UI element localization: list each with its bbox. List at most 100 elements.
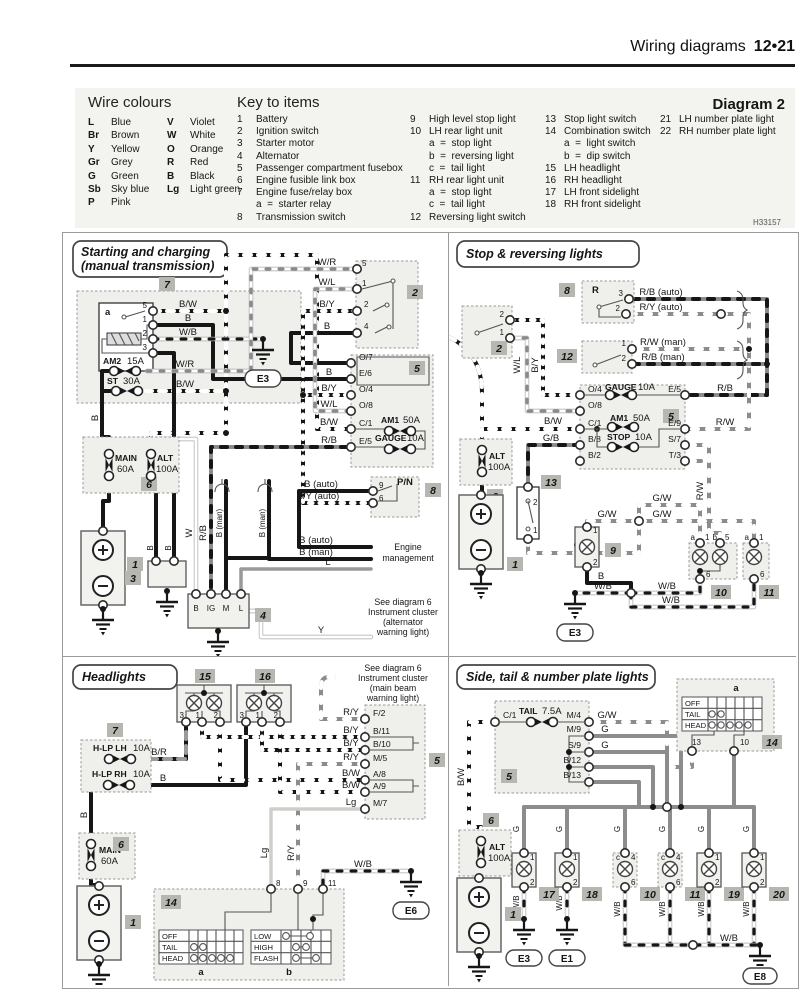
svg-text:B/Y: B/Y xyxy=(343,738,359,749)
diagram-label: Diagram 2 xyxy=(712,96,785,113)
svg-text:B/8: B/8 xyxy=(588,434,601,444)
svg-text:1: 1 xyxy=(760,853,765,862)
svg-text:1: 1 xyxy=(362,279,367,288)
key-item: a = light switch xyxy=(564,138,636,150)
svg-text:LOW: LOW xyxy=(254,932,272,941)
svg-text:1: 1 xyxy=(530,853,535,862)
svg-text:MAIN: MAIN xyxy=(99,845,121,855)
wire-colours-title: Wire colours xyxy=(88,94,172,111)
svg-text:B/W: B/W xyxy=(320,417,338,428)
svg-text:W: W xyxy=(184,528,195,537)
svg-text:B/2: B/2 xyxy=(588,450,601,460)
page-number: 12•21 xyxy=(753,38,795,55)
svg-text:B: B xyxy=(90,415,101,421)
svg-text:a: a xyxy=(691,533,696,542)
svg-text:2: 2 xyxy=(760,878,765,887)
svg-text:R/W (man): R/W (man) xyxy=(640,337,686,348)
svg-text:1: 1 xyxy=(130,917,136,929)
svg-text:c: c xyxy=(616,853,620,862)
svg-text:E/6: E/6 xyxy=(359,368,372,378)
stop-light-switch-13: 13 21 xyxy=(516,475,561,545)
diagram-side-tail-number-plate-lights: Side, tail & number plate lights 5 C/1 T… xyxy=(456,664,789,985)
svg-text:60A: 60A xyxy=(117,464,135,475)
svg-text:TAIL: TAIL xyxy=(685,710,700,719)
svg-text:1: 1 xyxy=(705,533,710,542)
svg-text:6: 6 xyxy=(118,839,124,851)
svg-text:management: management xyxy=(382,553,434,563)
key-to-items-title: Key to items xyxy=(237,94,320,111)
svg-text:B/W: B/W xyxy=(176,379,194,390)
svg-text:B/W: B/W xyxy=(179,299,197,310)
svg-text:W/B: W/B xyxy=(720,933,738,944)
svg-text:2: 2 xyxy=(411,287,418,299)
battery-1: 1 xyxy=(77,882,141,986)
svg-text:20: 20 xyxy=(772,889,785,901)
svg-text:ALT: ALT xyxy=(489,451,506,461)
svg-text:W/B: W/B xyxy=(594,581,612,592)
transmission-switch-8: 8 P/N 96 xyxy=(367,476,441,518)
svg-text:2: 2 xyxy=(530,878,535,887)
engine-management-note: Engine management xyxy=(382,542,434,563)
svg-text:C/1: C/1 xyxy=(359,418,373,428)
key-item: c = tail light xyxy=(429,199,485,211)
svg-text:(manual transmission): (manual transmission) xyxy=(81,259,214,273)
svg-text:O/8: O/8 xyxy=(359,400,373,410)
svg-text:2: 2 xyxy=(715,878,720,887)
svg-text:15: 15 xyxy=(199,671,211,683)
svg-text:a: a xyxy=(733,683,739,694)
svg-text:a: a xyxy=(198,967,204,978)
svg-text:11: 11 xyxy=(764,587,775,599)
svg-text:7: 7 xyxy=(164,279,171,291)
diagram-stop-reversing-lights: Stop & reversing lights 8 R 32 2 21 12 1… xyxy=(449,240,779,642)
wire-labels: B/W B W/B W/R B/W W/R W/L B/Y B B B/Y W/… xyxy=(90,257,339,636)
svg-text:1: 1 xyxy=(143,315,148,324)
ground-e8: E8 xyxy=(742,940,778,985)
svg-text:a: a xyxy=(745,533,750,542)
svg-text:M/4: M/4 xyxy=(567,710,582,720)
ground-e3: E3 xyxy=(244,334,282,388)
svg-text:G: G xyxy=(512,826,521,832)
svg-text:W/B: W/B xyxy=(658,581,676,592)
svg-text:14: 14 xyxy=(165,897,177,909)
svg-text:50A: 50A xyxy=(403,415,421,426)
svg-text:C/1: C/1 xyxy=(588,418,602,428)
svg-text:F/2: F/2 xyxy=(373,708,386,718)
svg-text:B (man): B (man) xyxy=(258,508,267,537)
svg-text:4: 4 xyxy=(631,853,636,862)
svg-text:3: 3 xyxy=(240,711,245,720)
svg-text:W/R: W/R xyxy=(318,257,337,268)
svg-text:10: 10 xyxy=(740,738,749,747)
svg-text:W/B: W/B xyxy=(662,595,680,606)
svg-text:B/Y: B/Y xyxy=(321,383,337,394)
svg-text:W/B: W/B xyxy=(354,859,372,870)
svg-text:P/N: P/N xyxy=(397,477,413,488)
passenger-fusebox-5: 5 F/2 B/11 B/10 M/5 A/8 A/9 M/7 xyxy=(359,704,445,820)
svg-text:Lg: Lg xyxy=(259,848,270,859)
wire-labels: B/R B B R/Y B/Y B/Y R/Y B/W B/W Lg R/Y L… xyxy=(79,707,372,870)
ground-e3: E3 xyxy=(556,588,594,642)
svg-text:G/W: G/W xyxy=(598,710,617,721)
svg-text:B/R: B/R xyxy=(151,747,167,758)
svg-text:B (man): B (man) xyxy=(215,508,224,537)
svg-text:6: 6 xyxy=(488,815,494,827)
svg-text:10A: 10A xyxy=(635,432,653,443)
diagram-starting-and-charging: Starting and charging (manual transmissi… xyxy=(72,240,441,656)
svg-text:R/B: R/B xyxy=(717,383,733,394)
svg-text:C/1: C/1 xyxy=(503,710,517,720)
svg-text:See diagram 6: See diagram 6 xyxy=(364,663,421,673)
svg-text:TAIL: TAIL xyxy=(162,943,177,952)
svg-text:L: L xyxy=(325,557,330,568)
svg-text:HEAD: HEAD xyxy=(162,954,184,963)
